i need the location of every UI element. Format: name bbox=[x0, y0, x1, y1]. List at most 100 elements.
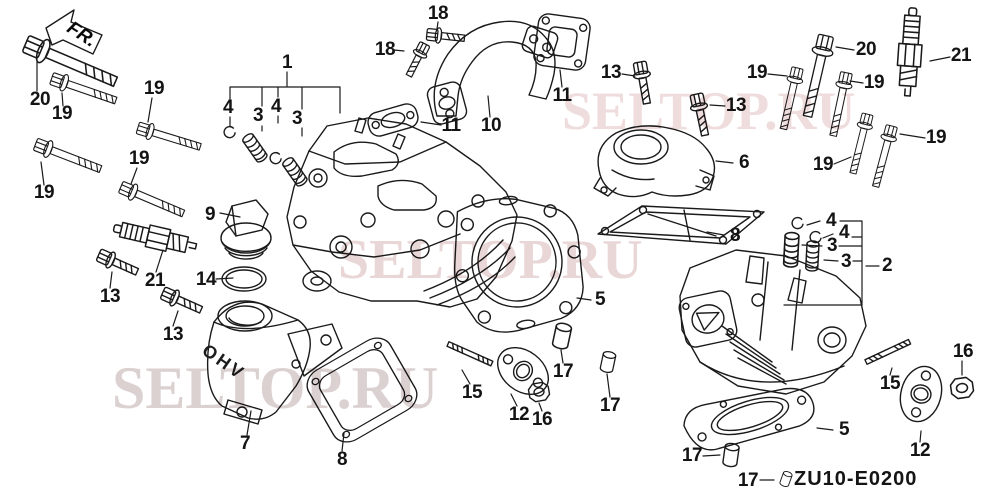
part-stud-15 bbox=[446, 341, 494, 367]
part-number-label: 5 bbox=[838, 419, 850, 441]
part-number-text: 3 bbox=[252, 105, 264, 126]
part-number-text: 16 bbox=[531, 409, 553, 430]
part-number-text: 21 bbox=[144, 270, 166, 291]
part-number-label: 14 bbox=[195, 269, 217, 291]
part-number-label: 4 bbox=[222, 97, 234, 119]
part-number-text: 9 bbox=[204, 204, 216, 225]
part-number-label: 20 bbox=[855, 39, 877, 61]
part-number-label: 19 bbox=[813, 154, 834, 176]
part-clip-4 bbox=[267, 150, 283, 166]
part-number-label: 13 bbox=[600, 62, 622, 84]
part-number-label: 12 bbox=[909, 440, 931, 462]
part-number-label: 19 bbox=[51, 103, 73, 125]
part-number-label: 19 bbox=[863, 72, 885, 94]
part-head-gasket-5 bbox=[453, 195, 584, 333]
part-flange-12 bbox=[487, 337, 559, 405]
part-number-text: 19 bbox=[51, 103, 73, 124]
part-number-text: 19 bbox=[746, 62, 768, 83]
part-filler-cap-9 bbox=[220, 199, 272, 260]
part-number-label: 17 bbox=[737, 470, 759, 492]
part-number-label: 1 bbox=[282, 52, 293, 74]
part-number-label: 19 bbox=[926, 127, 947, 149]
part-number-label: 11 bbox=[552, 85, 572, 107]
part-number-label: 13 bbox=[99, 286, 121, 308]
part-number-label: 18 bbox=[427, 3, 449, 25]
part-number-text: 20 bbox=[855, 39, 877, 60]
part-bolt-19 bbox=[116, 178, 188, 222]
part-gasket-11 bbox=[533, 13, 591, 71]
part-number-text: 15 bbox=[461, 382, 483, 403]
part-number-label: 5 bbox=[594, 289, 606, 311]
part-head-gasket-5 bbox=[683, 387, 815, 451]
part-number-label: 8 bbox=[729, 225, 741, 247]
part-cylinder-head-2 bbox=[678, 249, 867, 395]
part-clip-4 bbox=[221, 124, 237, 140]
part-number-label: 17 bbox=[681, 445, 703, 467]
part-number-text: 5 bbox=[838, 419, 850, 440]
part-number-text: 13 bbox=[600, 62, 622, 83]
part-number-label: 4 bbox=[838, 222, 850, 244]
part-lifter-3 bbox=[782, 231, 800, 269]
part-number-text: 17 bbox=[681, 445, 703, 466]
part-number-text: 19 bbox=[33, 182, 55, 203]
part-number-text: 2 bbox=[881, 255, 893, 276]
part-number-label: 15 bbox=[879, 373, 901, 395]
part-number-label: 21 bbox=[951, 45, 972, 67]
part-number-text: 7 bbox=[239, 433, 251, 454]
part-number-label: 4 bbox=[825, 210, 837, 232]
callout-leader-lines bbox=[36, 21, 963, 481]
part-dowel-pin-17 bbox=[551, 321, 573, 351]
part-number-label: 15 bbox=[461, 382, 483, 404]
part-number-text: 8 bbox=[336, 449, 348, 470]
part-nut-16 bbox=[948, 375, 976, 401]
part-number-text: 15 bbox=[879, 373, 901, 394]
part-cylinder-head-1 bbox=[286, 117, 518, 308]
part-number-label: 17 bbox=[600, 395, 621, 417]
part-number-text: 19 bbox=[863, 72, 885, 93]
part-number-text: 4 bbox=[222, 97, 234, 118]
part-dowel-pin-17 bbox=[721, 441, 741, 469]
part-number-text: 8 bbox=[729, 225, 741, 246]
part-bolt-13 bbox=[94, 246, 142, 281]
part-side-cover-7 bbox=[206, 300, 343, 425]
part-number-text: 16 bbox=[952, 341, 974, 362]
part-number-text: 3 bbox=[840, 251, 852, 272]
part-number-label: 3 bbox=[827, 235, 838, 257]
part-number-label: 6 bbox=[739, 152, 750, 174]
part-number-label: 3 bbox=[840, 251, 852, 273]
part-number-label: 19 bbox=[144, 78, 165, 100]
part-lifter-3 bbox=[240, 131, 270, 165]
diagram-code: ZU10-E0200 bbox=[794, 468, 918, 490]
part-number-text: 13 bbox=[99, 286, 121, 307]
part-number-text: 4 bbox=[270, 96, 282, 117]
part-bolt-18 bbox=[401, 40, 433, 80]
part-bolt-20-right bbox=[796, 32, 837, 120]
part-number-label: 12 bbox=[509, 404, 530, 426]
part-number-label: 19 bbox=[33, 182, 55, 204]
part-number-label: 4 bbox=[270, 96, 282, 118]
part-number-label: 20 bbox=[30, 89, 51, 111]
part-number-text: 18 bbox=[374, 39, 396, 60]
part-bolt-19 bbox=[844, 111, 876, 176]
part-dowel-pin-17 bbox=[599, 349, 617, 375]
part-stud-15 bbox=[864, 338, 912, 365]
part-bolt-19 bbox=[775, 65, 806, 132]
part-number-text: 17 bbox=[737, 470, 759, 491]
part-number-label: 18 bbox=[374, 39, 396, 61]
part-number-label: 17 bbox=[553, 361, 574, 383]
part-number-label: 9 bbox=[204, 204, 216, 226]
part-number-text: 14 bbox=[195, 269, 217, 290]
part-number-label: 10 bbox=[481, 115, 502, 137]
part-number-label: 11 bbox=[441, 115, 461, 137]
part-cover-gasket-8 bbox=[306, 337, 418, 443]
part-number-text: 13 bbox=[162, 324, 184, 345]
part-number-label: 19 bbox=[746, 62, 768, 84]
part-number-text: 5 bbox=[594, 289, 606, 310]
part-number-text: 12 bbox=[909, 440, 931, 461]
part-number-text: 18 bbox=[427, 3, 449, 24]
part-number-text: 4 bbox=[825, 210, 837, 231]
part-number-text: 4 bbox=[838, 222, 850, 243]
part-bolt-19 bbox=[867, 123, 901, 190]
